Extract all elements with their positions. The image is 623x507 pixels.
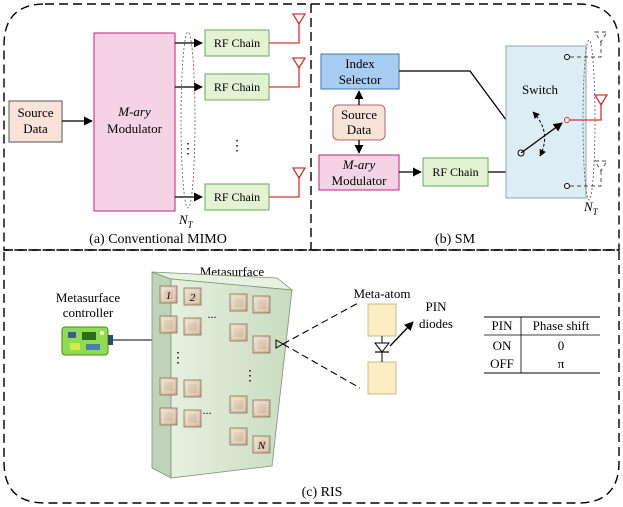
sm-index-selector-label-1: Index <box>345 56 375 71</box>
mimo-rf-chain-1-label: RF Chain <box>214 36 260 50</box>
ris-element-grid: 1 2N <box>159 285 271 454</box>
mimo-nt-label: NT <box>178 212 194 230</box>
ris-element-tile-inner <box>186 290 199 303</box>
caption-c: (c) RIS <box>302 485 343 500</box>
sm-modulator-label-2: Modulator <box>332 173 388 188</box>
ris-element-tile <box>183 379 202 398</box>
ris-element-tile <box>183 409 202 428</box>
panel-frames <box>3 3 620 504</box>
ris-element-tile <box>159 285 178 304</box>
ris-meta-atom-label: Meta-atom <box>353 286 410 301</box>
ris-element-tile <box>252 295 271 314</box>
sm-antenna-active-icon <box>570 94 609 121</box>
ris-element-tile-inner <box>255 438 268 451</box>
table-row-on-phase: 0 <box>558 338 565 353</box>
ris-meta-atom <box>367 303 414 395</box>
ris-element-tile-inner <box>186 320 199 333</box>
sm-antenna-1-icon <box>570 31 608 58</box>
mimo-source-data-label-1: Source <box>17 105 53 120</box>
mimo-rf-chain-1 <box>204 29 270 57</box>
ris-controller-board-icon <box>61 326 113 356</box>
ris-pin-diodes-label-2: diodes <box>419 316 453 331</box>
mimo-rf-chain-2-label: RF Chain <box>214 80 260 94</box>
ris-element-index-label: 1 <box>166 290 172 302</box>
sm-index-selector-label-2: Selector <box>339 72 382 87</box>
mimo-rf-chain-n-label: RF Chain <box>214 190 260 204</box>
ris-element-tile <box>229 427 248 446</box>
sm-rf-chain-label: RF Chain <box>432 165 478 179</box>
mimo-rf-chain-n <box>204 183 270 211</box>
ris-element-tile <box>159 407 178 426</box>
ris-element-tile-inner <box>255 298 268 311</box>
ris-hdots-bottom: ... <box>203 403 212 417</box>
table-row-off-state: OFF <box>490 356 514 371</box>
caption-a: (a) Conventional MIMO <box>89 232 227 247</box>
table-header-pin: PIN <box>492 318 514 333</box>
ris-element-tile <box>159 377 178 396</box>
ris-element-tile <box>252 435 271 454</box>
mimo-source-data-label-2: Data <box>23 121 48 136</box>
sm-switch-label: Switch <box>522 82 559 97</box>
ris-element-tile <box>183 287 202 306</box>
sm-switch-box <box>505 45 587 199</box>
mimo-antenna-2-icon <box>269 57 307 88</box>
ris-element-tile <box>229 293 248 312</box>
ris-pin-table: PIN Phase shift ON 0 OFF π <box>484 316 600 374</box>
ris-element-tile-inner <box>162 410 175 423</box>
ris-element-tile-inner <box>162 380 175 393</box>
mimo-vertical-dots: ⋮ <box>181 142 195 157</box>
mimo-modulator-label-1: M-ary <box>117 104 151 119</box>
ris-element-tile-inner <box>162 318 175 331</box>
ris-element-index-label: 2 <box>190 292 196 304</box>
ris-element-tile <box>159 315 178 334</box>
ris-zoom-lines <box>275 301 361 389</box>
panel-b-sm: Index Selector Source Data M-ary Modulat… <box>318 31 609 247</box>
mimo-modulator-label-2: Modulator <box>107 121 163 136</box>
ris-element-tile <box>252 335 271 354</box>
sm-modulator-box <box>318 154 400 191</box>
mimo-modulator-box <box>93 32 176 212</box>
ris-pin-diodes-label-1: PIN <box>426 299 448 314</box>
ris-element-tile-inner <box>255 402 268 415</box>
ris-element-tile <box>229 323 248 342</box>
ris-vdots-right: ⋮ <box>243 369 257 384</box>
ris-hdots-top: ... <box>208 307 217 321</box>
mimo-antenna-1-icon <box>269 13 307 44</box>
sm-source-data-label-2: Data <box>347 122 372 137</box>
ris-element-tile-inner <box>232 398 245 411</box>
ris-element-tile-inner <box>232 326 245 339</box>
ris-element-tile-inner <box>232 430 245 443</box>
ris-element-tile <box>183 317 202 336</box>
panel-a-conventional-mimo: Source Data M-ary Modulator ⋮ RF Chain R… <box>8 13 307 247</box>
mimo-antenna-n-icon <box>269 167 307 198</box>
ris-element-tile-inner <box>232 296 245 309</box>
sm-antenna-n-icon <box>570 160 608 187</box>
sm-source-data-label-1: Source <box>341 107 377 122</box>
ris-element-tile-inner <box>162 288 175 301</box>
ris-controller-label-1: Metasurface <box>56 290 120 305</box>
caption-b: (b) SM <box>435 232 476 247</box>
ris-vdots-left: ⋮ <box>171 351 185 366</box>
sm-modulator-label-1: M-ary <box>342 157 376 172</box>
ris-element-tile-inner <box>186 412 199 425</box>
table-row-off-phase: π <box>558 356 565 371</box>
ris-element-tile <box>229 395 248 414</box>
table-header-phase: Phase shift <box>533 318 590 333</box>
ris-element-tile <box>252 399 271 418</box>
mimo-rf-dots: ⋮ <box>230 139 244 154</box>
ris-element-index-label: N <box>257 440 266 452</box>
ris-controller-label-2: controller <box>63 305 114 320</box>
sm-nt-label: NT <box>583 199 599 217</box>
pin-diode-icon <box>373 342 391 353</box>
ris-element-tile-inner <box>255 338 268 351</box>
ris-element-tile-inner <box>186 382 199 395</box>
table-row-on-state: ON <box>493 338 512 353</box>
